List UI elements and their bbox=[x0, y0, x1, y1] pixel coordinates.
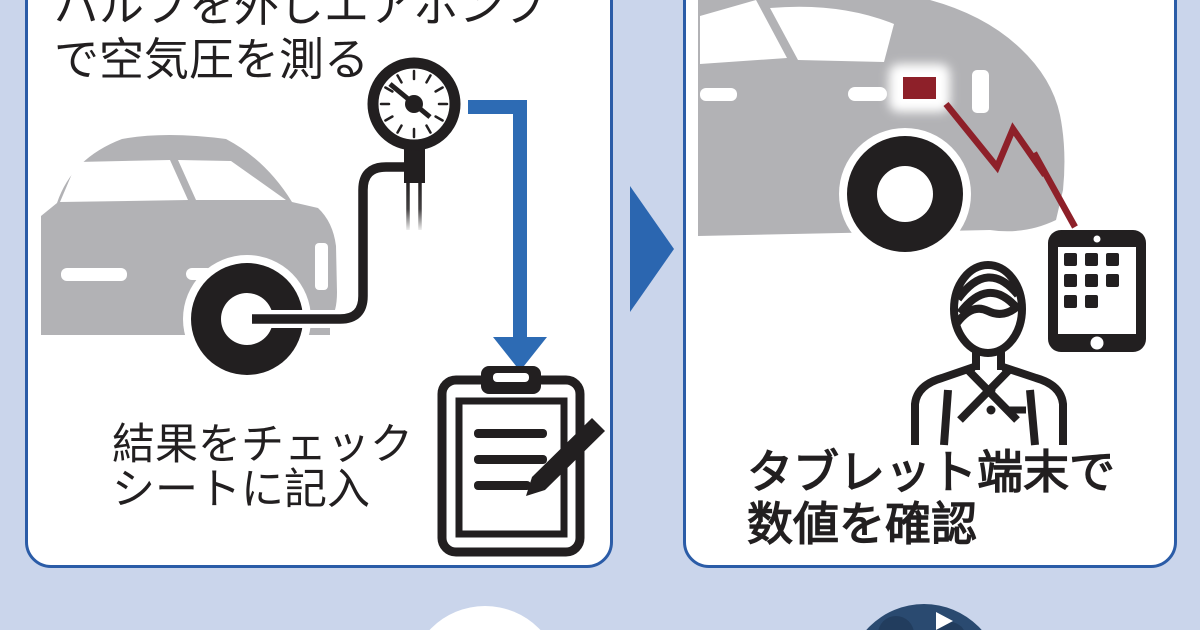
left-illustration bbox=[41, 57, 605, 557]
right-panel-caption: タブレット端末で 数値を確認 bbox=[747, 446, 1115, 550]
right-illustration bbox=[698, 0, 1146, 446]
tire-icon bbox=[839, 128, 971, 260]
shoulder-left bbox=[911, 363, 976, 445]
transition-triangle-icon bbox=[630, 186, 674, 312]
car-headlight bbox=[315, 243, 328, 290]
hair-fringe-line bbox=[953, 301, 1022, 326]
left-title-line1: バルブを外しエアポンプ bbox=[54, 0, 548, 31]
cap-line bbox=[954, 273, 1022, 302]
white-circle-decoration bbox=[429, 606, 541, 630]
left-caption-line1: 結果をチェック bbox=[112, 421, 413, 469]
neck-lines bbox=[972, 352, 1005, 370]
left-title-line2: で空気圧を測る bbox=[54, 34, 370, 85]
car-body-dash bbox=[61, 268, 127, 281]
car-window-front bbox=[770, 6, 894, 62]
gauge-ticks bbox=[379, 69, 449, 139]
tablet-home-button bbox=[1090, 336, 1104, 350]
car-body-dash bbox=[848, 87, 887, 101]
left-panel-title: バルブを外しエアポンプ で空気圧を測る bbox=[54, 0, 548, 87]
cap-line bbox=[956, 288, 1019, 316]
tablet-keypad bbox=[1064, 253, 1119, 308]
navy-circle-decoration bbox=[866, 604, 982, 630]
radio-signal-bolt-icon bbox=[943, 101, 1078, 229]
left-panel-caption: 結果をチェック シートに記入 bbox=[112, 423, 413, 513]
arm-lines bbox=[940, 389, 1039, 446]
button-dot bbox=[986, 385, 996, 395]
tablet-camera-dot bbox=[1093, 235, 1101, 243]
shoulder-right bbox=[1001, 363, 1067, 445]
tire-icon bbox=[183, 255, 311, 383]
tpms-sensor-icon bbox=[903, 77, 936, 99]
car-body-dash bbox=[700, 88, 737, 101]
car-window-rear bbox=[700, 0, 787, 64]
gauge-hub bbox=[405, 95, 423, 113]
right-caption-line1: タブレット端末で bbox=[747, 446, 1115, 498]
worker-icon bbox=[911, 261, 1067, 446]
down-arrow-icon bbox=[468, 100, 547, 371]
car-window-rear bbox=[60, 160, 188, 202]
car-front-silhouette-icon bbox=[698, 0, 1065, 236]
car-window-front bbox=[178, 160, 286, 200]
right-caption-line2: 数値を確認 bbox=[747, 498, 977, 550]
pencil-icon bbox=[526, 418, 605, 496]
air-hose-icon bbox=[252, 158, 407, 328]
clipboard-pencil-icon bbox=[437, 366, 605, 557]
car-taillight bbox=[972, 70, 989, 113]
tablet-icon bbox=[1048, 230, 1146, 352]
button-dot bbox=[986, 405, 996, 415]
pressure-gauge-icon bbox=[367, 57, 461, 230]
left-caption-line2: シートに記入 bbox=[112, 466, 370, 514]
